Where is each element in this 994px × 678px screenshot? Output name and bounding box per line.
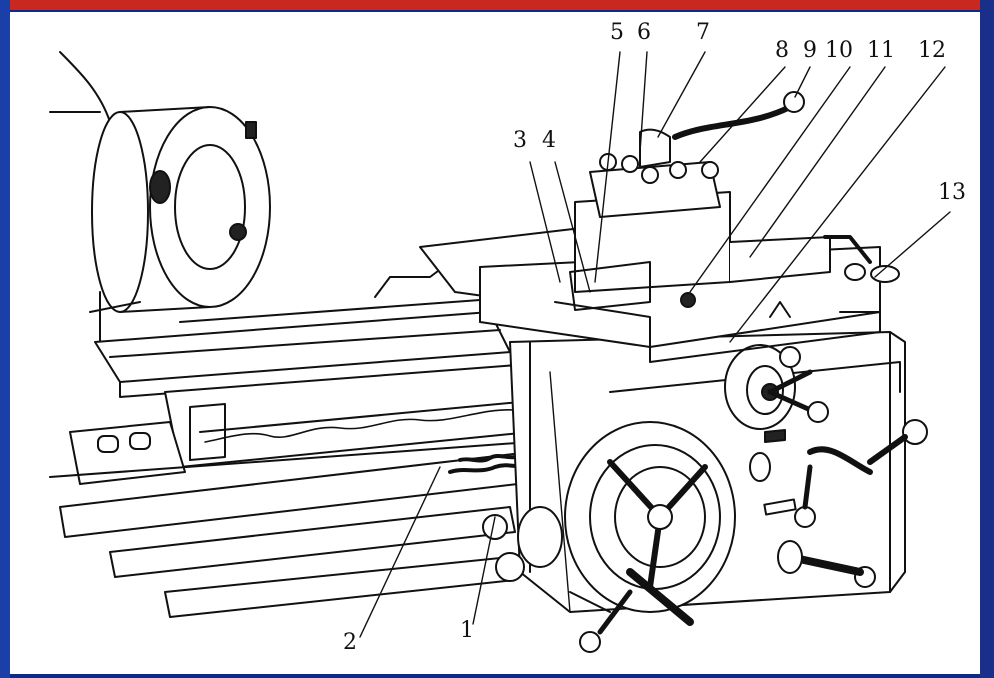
frame-left-stripe: [0, 0, 10, 678]
callout-7: 7: [696, 20, 710, 45]
frame-top-stripe: [0, 0, 994, 10]
cross-slide-handwheel: [724, 344, 829, 430]
tool-post: [569, 91, 831, 311]
clamp-lever: [823, 235, 900, 283]
chuck: [49, 51, 271, 343]
frame-right-stripe: [980, 0, 994, 678]
feed-rods: [59, 451, 536, 618]
right-levers: [777, 419, 928, 588]
callout-13: 13: [938, 180, 966, 205]
callout-11: 11: [867, 38, 895, 63]
lathe-carriage-drawing: 1 2 3 4 5 6 7 8 9 10 11 12 13: [10, 12, 980, 674]
callout-6: 6: [637, 20, 651, 45]
callout-8: 8: [775, 38, 789, 63]
feed-levers: [482, 506, 611, 613]
apron-handwheel: [564, 421, 736, 653]
callout-3: 3: [513, 128, 527, 153]
lathe-illustration: [49, 51, 951, 653]
callout-1: 1: [460, 618, 474, 643]
callout-9: 9: [803, 38, 817, 63]
callout-10: 10: [825, 38, 853, 63]
callout-2: 2: [343, 630, 357, 655]
leader-lines: [359, 51, 951, 638]
callout-5: 5: [610, 20, 624, 45]
callout-12: 12: [918, 38, 946, 63]
lathe-bed: [49, 251, 531, 485]
callout-4: 4: [542, 128, 556, 153]
